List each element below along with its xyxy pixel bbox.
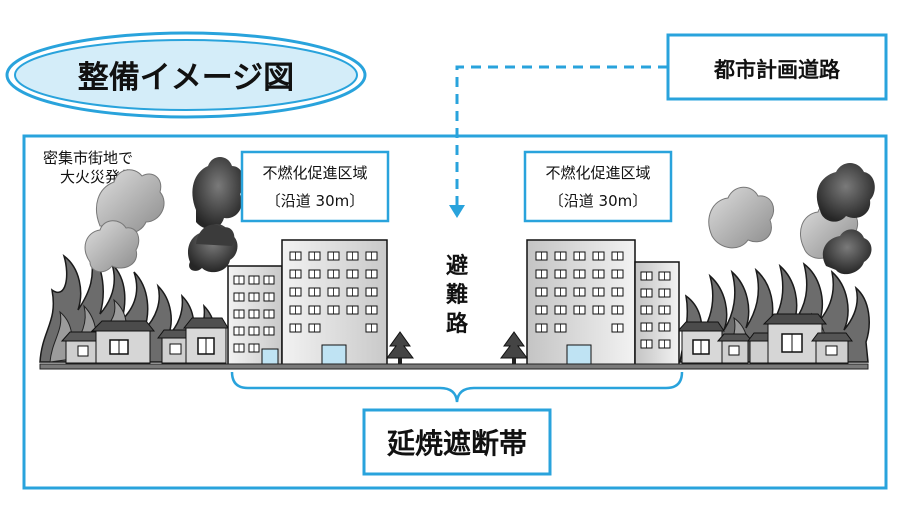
right-buildings xyxy=(526,239,680,366)
evac-char-2: 難 xyxy=(446,282,468,308)
house xyxy=(762,313,828,364)
zone-left-line1: 不燃化促進区域 xyxy=(262,164,367,182)
house xyxy=(811,332,853,364)
evac-char-3: 路 xyxy=(446,311,469,337)
building-windows xyxy=(640,271,671,349)
zone-right-line2: 〔沿道 30m〕 xyxy=(549,192,647,210)
house xyxy=(676,321,725,364)
fire-note-line1: 密集市街地で xyxy=(43,149,133,167)
evacuation-route-label: 避 難 路 xyxy=(446,253,469,337)
road-label-box: 都市計画道路 xyxy=(666,33,888,101)
main-frame xyxy=(22,134,888,490)
ground-line xyxy=(39,363,869,370)
tree-left xyxy=(386,331,414,365)
firebreak-label: 延焼遮断帯 xyxy=(386,427,527,460)
zone-label-right: 不燃化促進区域 〔沿道 30m〕 xyxy=(523,150,673,223)
firebreak-brace xyxy=(230,371,684,403)
zone-right-line1: 不燃化促進区域 xyxy=(545,164,650,182)
evac-char-1: 避 xyxy=(446,253,468,279)
building-tall-right xyxy=(526,239,636,366)
house xyxy=(716,333,754,364)
building-windows xyxy=(289,251,378,333)
house xyxy=(90,320,156,364)
building-windows xyxy=(535,251,624,333)
tree-right xyxy=(500,331,528,365)
road-label: 都市計画道路 xyxy=(713,58,841,82)
zone-label-left: 不燃化促進区域 〔沿道 30m〕 xyxy=(240,150,390,223)
house xyxy=(182,317,229,364)
building-windows xyxy=(233,275,275,353)
zone-left-line2: 〔沿道 30m〕 xyxy=(266,192,364,210)
left-houses xyxy=(60,317,229,364)
firebreak-label-box: 延焼遮断帯 xyxy=(362,408,552,476)
right-houses xyxy=(676,313,853,364)
title-badge: 整備イメージ図 xyxy=(5,31,367,119)
road-leader-arrow xyxy=(449,65,668,218)
left-buildings xyxy=(227,239,388,366)
diagram-title: 整備イメージ図 xyxy=(78,60,294,96)
